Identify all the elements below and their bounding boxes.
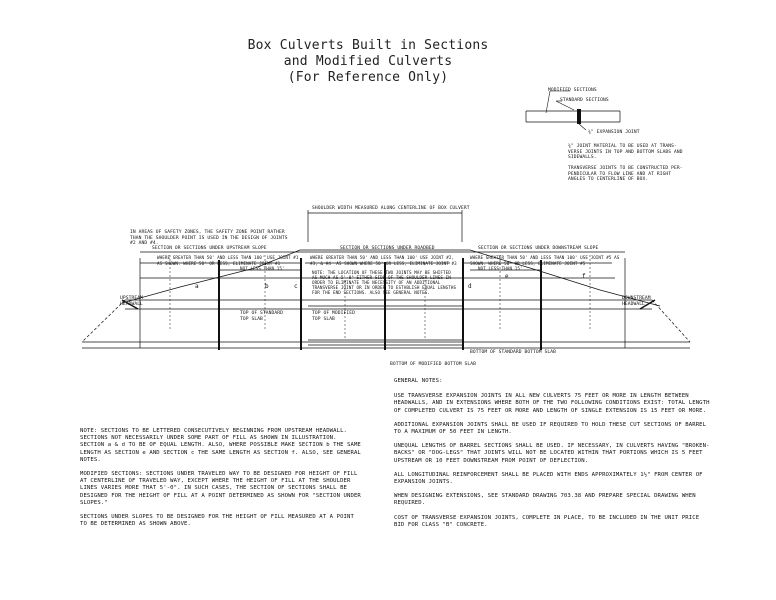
joint-material-note: ¾" JOINT MATERIAL TO BE USED AT TRANS- V… <box>568 144 683 161</box>
left-min-length-note: NOT LESS THAN 15' <box>240 266 285 271</box>
bottom-modified-slab-label: BOTTOM OF MODIFIED BOTTOM SLAB <box>390 362 476 367</box>
top-standard-slab-label: TOP OF STANDARD TOP SLAB <box>240 311 283 322</box>
downstream-headwall-label: DOWNSTREAM HEADWALL <box>622 296 651 307</box>
general-note-6: COST OF TRANSVERSE EXPANSION JOINTS, COM… <box>394 514 700 528</box>
section-lettering-note: NOTE: SECTIONS TO BE LETTERED CONSECUTIV… <box>80 428 361 463</box>
joint-detail-sketch <box>525 90 621 131</box>
downstream-slope-label: SECTION OR SECTIONS UNDER DOWNSTREAM SLO… <box>478 246 599 251</box>
transverse-joints-note: TRANSVERSE JOINTS TO BE CONSTRUCTED PER-… <box>568 166 683 183</box>
section-letter-e: e <box>505 273 509 280</box>
drawing-title-line-3: (For Reference Only) <box>287 70 449 85</box>
general-note-5: WHEN DESIGNING EXTENSIONS, SEE STANDARD … <box>394 493 696 507</box>
culvert-elevation-drawing: a b c d e f <box>81 210 691 350</box>
standard-sections-label: STANDARD SECTIONS <box>560 98 609 103</box>
expansion-joint-label: ¾" EXPANSION JOINT <box>588 130 640 135</box>
safety-zone-note: IN AREAS OF SAFETY ZONES, THE SAFETY ZON… <box>130 230 288 247</box>
section-letter-d: d <box>468 283 472 290</box>
general-notes-heading: GENERAL NOTES: <box>394 378 443 384</box>
general-note-2: ADDITIONAL EXPANSION JOINTS SHALL BE USE… <box>394 421 707 436</box>
top-modified-slab-label: TOP OF MODIFIED TOP SLAB <box>312 311 355 322</box>
right-min-length-note: NOT LESS THAN 15' <box>478 266 523 271</box>
shoulder-width-label: SHOULDER WIDTH MEASURED ALONG CENTERLINE… <box>312 206 470 211</box>
section-notes: NOTE: SECTIONS TO BE LETTERED CONSECUTIV… <box>80 428 362 535</box>
section-letter-b: b <box>265 283 269 290</box>
left-dimension-note: WHERE GREATER THAN 50' AND LESS THAN 100… <box>157 255 299 266</box>
general-notes: GENERAL NOTES: USE TRANSVERSE EXPANSION … <box>394 378 710 536</box>
general-note-3: UNEQUAL LENGTHS OF BARREL SECTIONS SHALL… <box>394 443 710 464</box>
general-note-1: USE TRANSVERSE EXPANSION JOINTS IN ALL N… <box>394 393 710 414</box>
right-dimension-note: WHERE GREATER THAN 50' AND LESS THAN 100… <box>470 255 620 266</box>
joint-shift-note: NOTE: THE LOCATION OF THESE TWO JOINTS M… <box>312 270 457 295</box>
mid-dimension-note: WHERE GREATER THAN 50' AND LESS THAN 100… <box>310 255 457 266</box>
section-letter-f: f <box>582 273 586 280</box>
section-letter-a: a <box>195 283 199 290</box>
drawing-title-line-1: Box Culverts Built in Sections <box>247 38 489 53</box>
section-letter-c: c <box>294 283 298 290</box>
slope-sections-note: SECTIONS UNDER SLOPES TO BE DESIGNED FOR… <box>80 514 354 528</box>
upstream-headwall-label: UPSTREAM HEADWALL <box>120 296 143 307</box>
modified-sections-note: MODIFIED SECTIONS: SECTIONS UNDER TRAVEL… <box>80 471 361 506</box>
upstream-slope-label: SECTION OR SECTIONS UNDER UPSTREAM SLOPE <box>152 246 267 251</box>
drawing-title-line-2: and Modified Culverts <box>283 54 453 69</box>
roadbed-label: SECTION OR SECTIONS UNDER ROADBED <box>340 246 435 251</box>
general-note-4: ALL LONGITUDINAL REINFORCEMENT SHALL BE … <box>394 471 703 486</box>
bottom-standard-slab-label: BOTTOM OF STANDARD BOTTOM SLAB <box>470 350 556 355</box>
modified-sections-label: MODIFIED SECTIONS <box>548 88 597 93</box>
